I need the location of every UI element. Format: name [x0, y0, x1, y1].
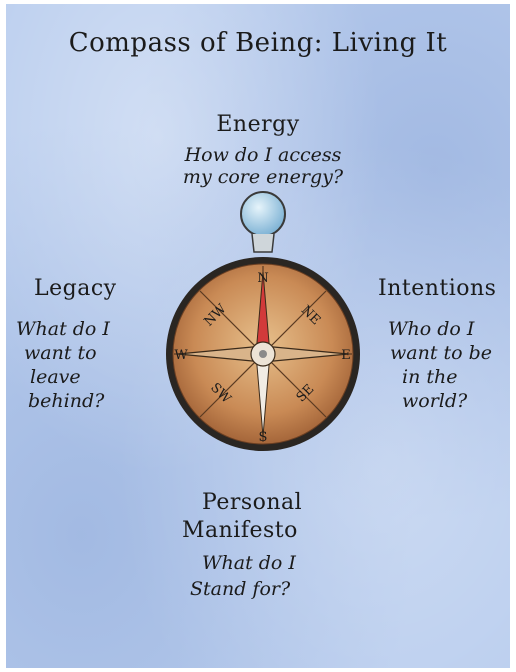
- intentions-heading: Intentions: [378, 276, 497, 301]
- manifesto-heading-line1: Personal: [202, 490, 303, 515]
- legacy-heading: Legacy: [34, 276, 117, 301]
- energy-question-line1: How do I access: [184, 144, 342, 166]
- compass-e-label: E: [341, 348, 351, 363]
- compass-loop: [240, 191, 286, 253]
- compass-w-label: W: [174, 348, 188, 363]
- intentions-question-line4: world?: [402, 390, 468, 412]
- intentions-question-line2: want to be: [390, 342, 493, 364]
- legacy-question-line3: leave: [30, 366, 81, 388]
- intentions-question-line1: Who do I: [388, 318, 475, 340]
- energy-heading: Energy: [216, 112, 300, 137]
- compass-s-label: S: [259, 430, 268, 445]
- legacy-question-line4: behind?: [28, 390, 105, 412]
- manifesto-question-line1: What do I: [202, 552, 296, 574]
- legacy-question-line2: want to: [24, 342, 97, 364]
- compass-illustration: N E S W NE SE SW NW: [166, 191, 360, 451]
- watercolor-background: Compass of Being: Living It Energy How d…: [6, 4, 510, 668]
- manifesto-question-line2: Stand for?: [190, 578, 291, 600]
- compass-hub: [250, 341, 276, 367]
- energy-question-line2: my core energy?: [182, 166, 344, 188]
- legacy-question-line1: What do I: [16, 318, 110, 340]
- manifesto-heading-line2: Manifesto: [182, 518, 298, 543]
- intentions-question-line3: in the: [402, 366, 458, 388]
- compass-n-label: N: [257, 271, 268, 286]
- page-title: Compass of Being: Living It: [68, 28, 448, 58]
